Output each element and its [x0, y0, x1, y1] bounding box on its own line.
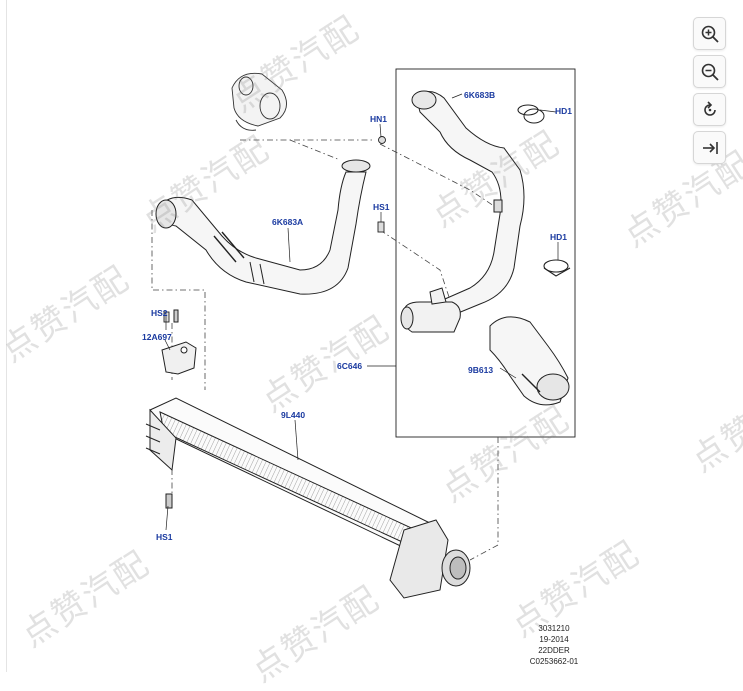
zoom-out-icon [701, 63, 719, 81]
parts-diagram [145, 68, 576, 599]
footer-code-2: 19-2014 [539, 635, 569, 644]
elbow-connector [400, 287, 461, 333]
callout-9b613[interactable]: 9B613 [468, 365, 494, 375]
intercooler-9l440 [145, 397, 471, 599]
fit-to-page-button[interactable] [693, 131, 726, 164]
callout-hs1-bottom[interactable]: HS1 [156, 532, 173, 542]
callout-hs1-top[interactable]: HS1 [373, 202, 390, 212]
callout-6c646[interactable]: 6C646 [337, 361, 363, 371]
callout-9l440[interactable]: 9L440 [281, 410, 306, 420]
hose-6k683a [155, 159, 371, 295]
zoom-in-icon [701, 25, 719, 43]
footer-code-3: 22DDER [538, 646, 570, 655]
hose-6k683b [411, 90, 545, 319]
callout-hd1-mid[interactable]: HD1 [550, 232, 568, 242]
hose-9b613 [489, 316, 570, 406]
zoom-in-button[interactable] [693, 17, 726, 50]
callout-6k683a[interactable]: 6K683A [272, 217, 304, 227]
callout-hs2[interactable]: HS2 [151, 308, 168, 318]
fit-to-page-icon [702, 141, 718, 154]
rotate-button[interactable] [693, 93, 726, 126]
throttle-body [231, 72, 287, 131]
leader-lines [164, 93, 559, 531]
callout-hd1-top[interactable]: HD1 [555, 106, 573, 116]
callout-6k683b[interactable]: 6K683B [464, 90, 496, 100]
callout-hn1[interactable]: HN1 [370, 114, 388, 124]
footer-code-1: 3031210 [538, 624, 570, 633]
assembly-frame [395, 68, 576, 438]
zoom-out-button[interactable] [693, 55, 726, 88]
fasteners [163, 136, 386, 323]
viewer-edge [6, 0, 7, 672]
bracket-12a697 [161, 309, 197, 375]
clamps [517, 104, 571, 277]
rotate-icon [703, 100, 716, 116]
footer-code-4: C0253662-01 [529, 657, 579, 666]
callout-12a697[interactable]: 12A697 [142, 332, 172, 342]
